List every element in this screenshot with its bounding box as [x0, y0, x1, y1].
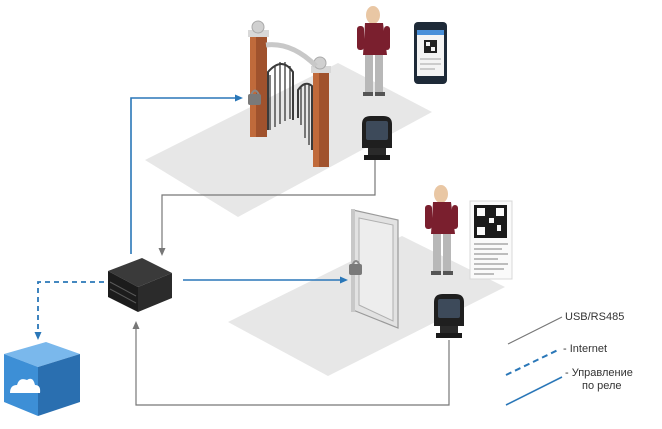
barcode-scanner-icon — [362, 116, 392, 160]
legend-internet-line — [505, 348, 561, 376]
arrowhead — [34, 332, 42, 340]
arrowhead — [132, 321, 140, 329]
gate-floor-area — [145, 63, 432, 217]
arrowhead — [340, 276, 348, 284]
legend-internet-label: - Internet — [563, 343, 608, 355]
legend-relay-label-line1: - Управление — [565, 367, 633, 379]
paper-ticket-qr-icon — [469, 200, 513, 280]
legend-relay-label-line2: по реле — [582, 380, 622, 392]
arrowhead — [158, 248, 166, 256]
usb-rs485-line-scanner1 — [161, 160, 376, 250]
padlock-icon — [248, 89, 261, 105]
cloud-server-icon — [4, 342, 80, 416]
internet-line — [37, 281, 104, 334]
padlock-icon — [349, 260, 362, 275]
controller-device-icon — [108, 258, 172, 312]
arrowhead — [235, 94, 243, 102]
legend-usb-rs485-label: USB/RS485 — [565, 311, 625, 323]
smartphone-qr-icon — [414, 22, 447, 84]
door-icon — [351, 209, 399, 329]
usb-rs485-line-scanner2 — [135, 327, 450, 406]
gate-icon — [248, 20, 331, 167]
barcode-scanner-icon — [434, 294, 464, 338]
person-icon — [357, 6, 390, 96]
legend-usb-rs485-line — [507, 316, 563, 345]
relay-control-line-to-gate — [130, 97, 237, 254]
person-icon — [425, 185, 458, 275]
legend-relay-line — [505, 376, 563, 406]
